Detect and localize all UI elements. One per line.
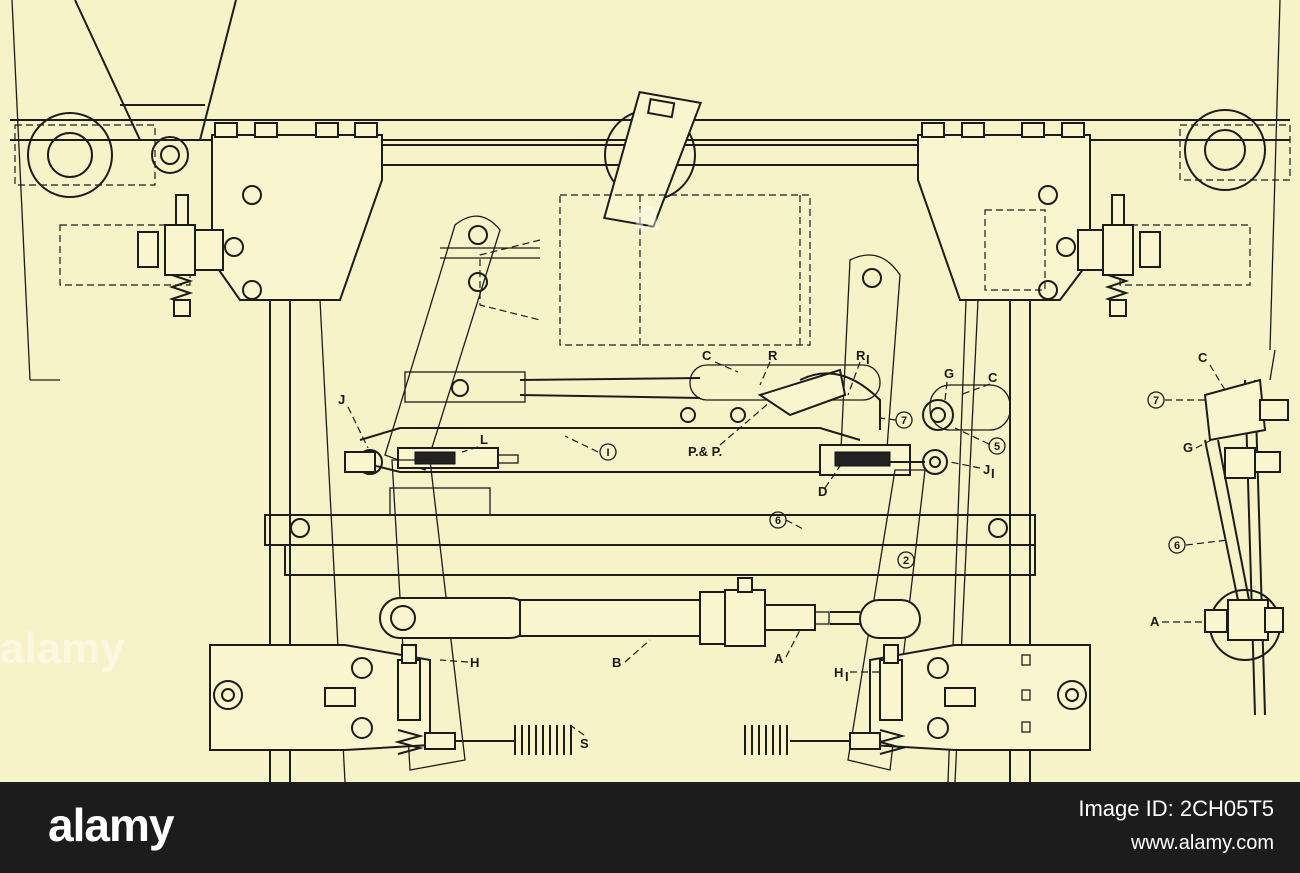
label-r: R: [768, 348, 778, 363]
left-wheel: [11, 0, 156, 381]
left-coupling: [59, 194, 224, 317]
footer-bar: alamy Image ID: 2CH05T5 www.alamy.com: [0, 782, 1300, 873]
side-label-circle-6: 6: [1174, 540, 1180, 552]
site-url: www.alamy.com: [1131, 832, 1274, 854]
side-circle-marker-7: [1147, 391, 1165, 409]
label-a: A: [774, 651, 784, 666]
label-s: S: [580, 736, 589, 751]
label-circle-7: 7: [901, 415, 907, 427]
side-circle-marker-6: [1168, 536, 1186, 554]
left-lever: [384, 215, 501, 471]
label-g: G: [944, 366, 954, 381]
image-id-text: Image ID: 2CH05T5: [1078, 796, 1274, 821]
hopper: [74, 0, 237, 174]
mechanical-drawing: C R R I G C J L I P.& P. 7 5 J I D 6 2 H…: [0, 0, 1291, 782]
side-label-c: C: [1198, 350, 1208, 365]
label-r1-sub: I: [866, 352, 870, 367]
watermark-left: alamy: [0, 624, 125, 673]
label-c-right: C: [988, 370, 998, 385]
alamy-logo: alamy: [48, 799, 174, 851]
right-wheel: [1179, 0, 1291, 351]
latch-r1: [757, 368, 881, 430]
right-bracket: [917, 122, 1091, 301]
centre-pulley: [602, 91, 703, 228]
label-circle-2: 2: [903, 555, 909, 567]
right-lever: [839, 254, 901, 476]
circle-marker-2: [897, 551, 915, 569]
right-foot-bracket: [869, 644, 1091, 755]
left-foot-bracket: [209, 644, 431, 755]
label-circle-1: I: [606, 447, 609, 459]
side-label-a: A: [1150, 614, 1160, 629]
cross-plate: [264, 487, 1036, 576]
label-r1: R: [856, 348, 866, 363]
label-h1: H: [834, 665, 843, 680]
label-d: D: [818, 484, 827, 499]
pull-rod-b: [379, 577, 921, 647]
slide-link-1: [344, 427, 948, 476]
circle-marker-1: [599, 443, 617, 461]
watermark-center: a: [635, 191, 660, 240]
label-j1: J: [983, 462, 990, 477]
label-p-and-p: P.& P.: [688, 444, 722, 459]
label-h: H: [470, 655, 479, 670]
side-detail-view: [1203, 349, 1289, 716]
pivot-g: [922, 384, 1011, 431]
leader-lines: [347, 361, 1229, 736]
label-l: L: [480, 432, 488, 447]
left-bracket: [211, 122, 383, 301]
label-h1-sub: I: [845, 669, 849, 684]
side-label-g: G: [1183, 440, 1193, 455]
label-circle-6: 6: [775, 515, 781, 527]
label-b: B: [612, 655, 621, 670]
label-c-top: C: [702, 348, 712, 363]
label-circle-5: 5: [994, 441, 1000, 453]
spring-right: [744, 725, 881, 755]
spring-left: [424, 725, 572, 755]
cylinder-body: [440, 194, 811, 346]
label-j: J: [338, 392, 345, 407]
side-label-circle-7: 7: [1153, 395, 1159, 407]
label-j1-sub: I: [991, 466, 995, 481]
labels: C R R I G C J L I P.& P. 7 5 J I D 6 2 H…: [338, 348, 1208, 751]
right-coupling: [1077, 194, 1251, 317]
circle-marker-5: [988, 437, 1006, 455]
lever-h1: [847, 469, 926, 771]
